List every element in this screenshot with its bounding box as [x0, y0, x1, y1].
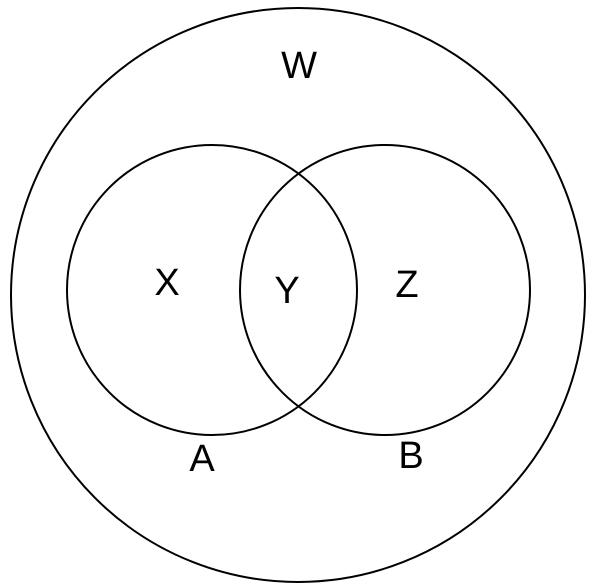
- universe-label: W: [281, 45, 317, 87]
- region-x-label: X: [154, 262, 179, 304]
- set-a-label: A: [189, 438, 215, 480]
- set-a-circle: [66, 144, 358, 436]
- set-b-circle: [239, 144, 531, 436]
- region-z-label: Z: [395, 264, 418, 306]
- region-y-label: Y: [274, 270, 299, 312]
- set-b-label: B: [398, 435, 423, 477]
- universe-circle: [10, 7, 586, 583]
